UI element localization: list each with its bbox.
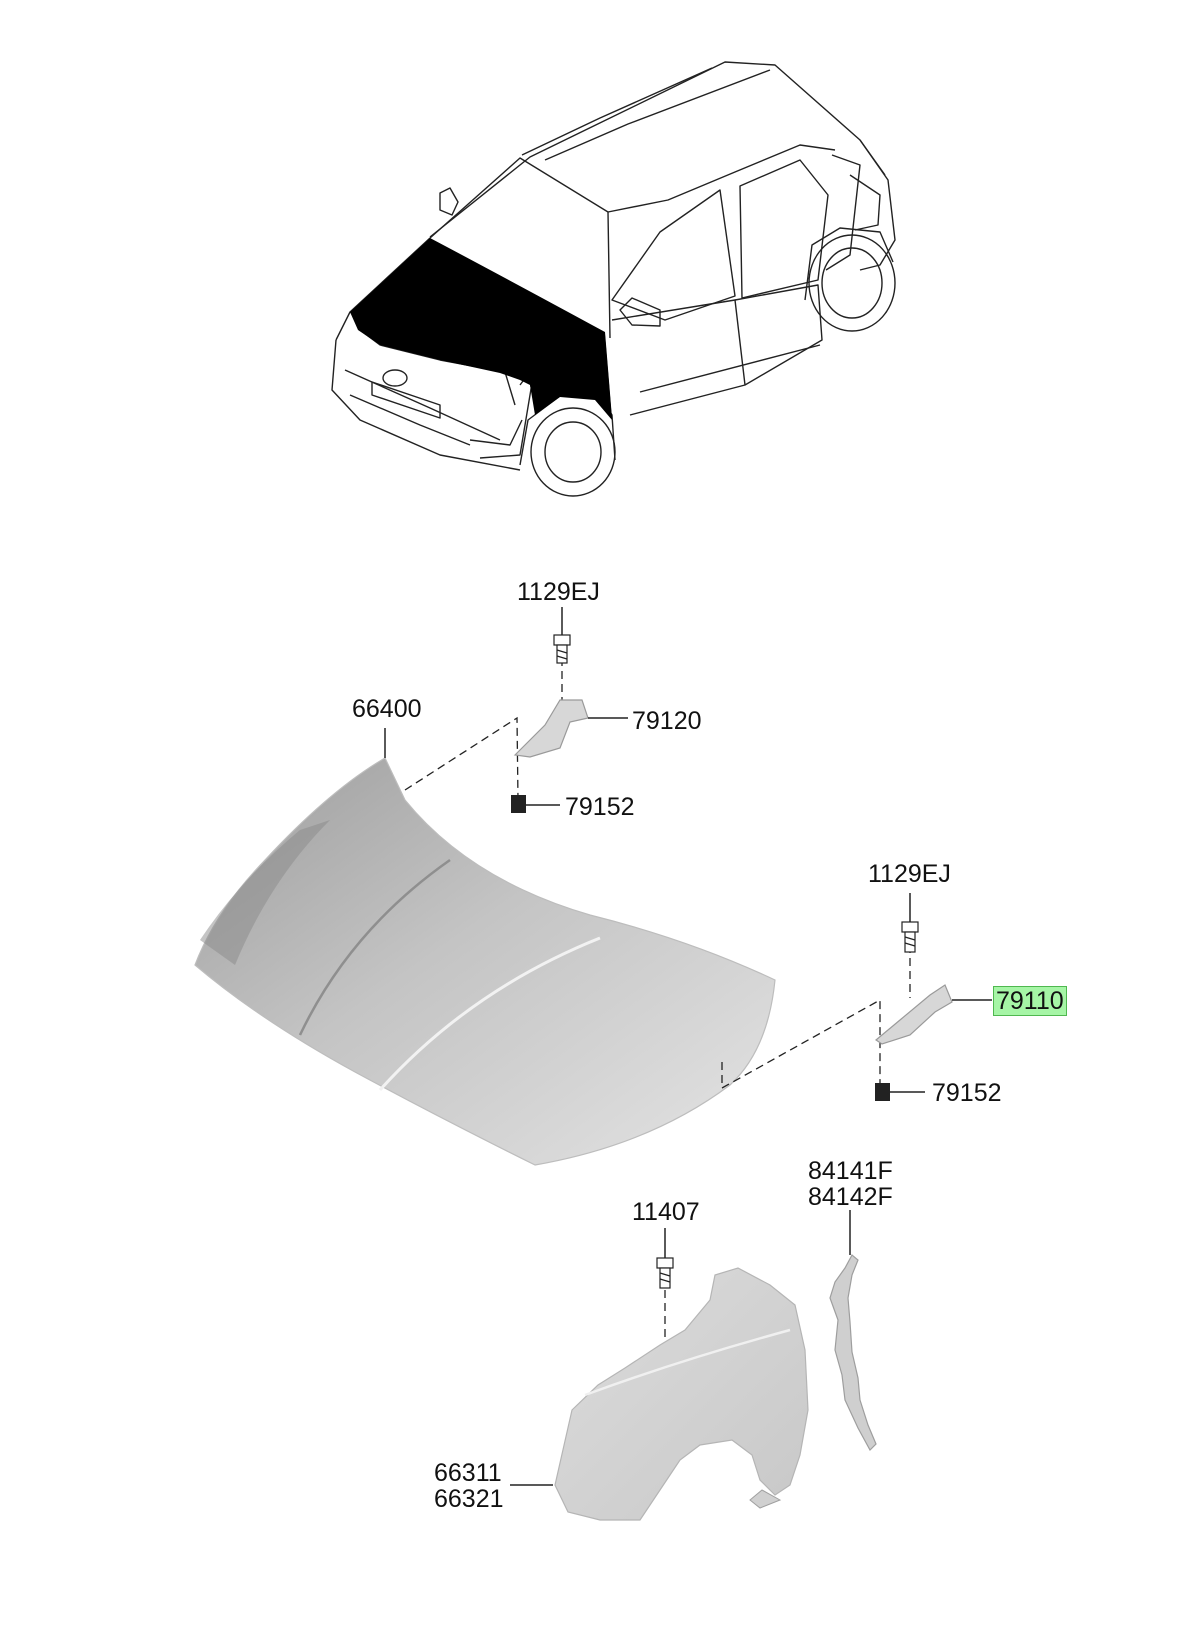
vehicle-logo	[382, 369, 408, 387]
fender-crease	[584, 1328, 791, 1397]
hood-panel	[194, 757, 776, 1166]
label-fender-1[interactable]: 66311	[434, 1459, 502, 1487]
hinge-right-guides	[721, 945, 911, 1090]
label-fender-2[interactable]: 66321	[434, 1485, 504, 1513]
label-fender-bolt[interactable]: 11407	[632, 1198, 700, 1226]
label-bolt-right[interactable]: 1129EJ	[868, 860, 951, 888]
label-nut-left[interactable]: 79152	[565, 793, 635, 821]
fender-inner-edge	[749, 1489, 782, 1509]
label-hood[interactable]: 66400	[352, 695, 422, 723]
label-nut-right[interactable]: 79152	[932, 1079, 1002, 1107]
vehicle-fender-highlight	[530, 335, 612, 420]
label-bolt-top[interactable]: 1129EJ	[517, 578, 600, 606]
label-hinge-left[interactable]: 79120	[632, 707, 702, 735]
fender-panel	[554, 1267, 809, 1521]
nut-icon	[511, 795, 560, 813]
hood-crease-2	[378, 936, 601, 1092]
nut-icon	[875, 1083, 925, 1101]
bolt-icon	[901, 921, 919, 953]
bolt-icon	[553, 634, 571, 664]
hinge-right	[874, 984, 953, 1045]
label-insulator-1[interactable]: 84141F	[808, 1157, 893, 1185]
label-insulator-2[interactable]: 84142F	[808, 1183, 893, 1211]
label-hinge-right[interactable]: 79110	[993, 986, 1067, 1016]
fender-insulator	[829, 1254, 877, 1451]
hood-crease-1	[298, 858, 451, 1036]
bolt-icon	[656, 1257, 674, 1289]
hinge-left	[513, 699, 589, 758]
hood-shade	[200, 820, 330, 965]
hinge-left-guides	[404, 658, 563, 801]
